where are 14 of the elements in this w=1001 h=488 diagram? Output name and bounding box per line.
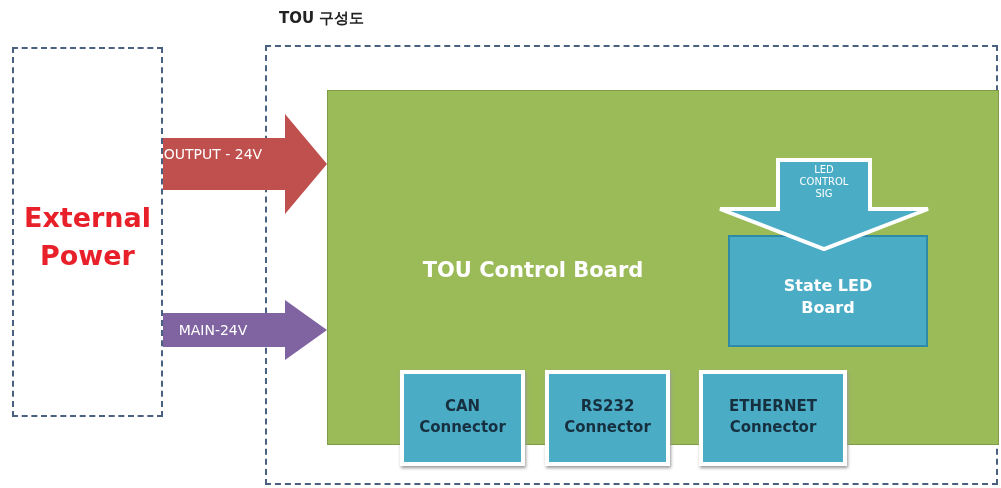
block-arrow [718,158,930,252]
block-arrow [163,300,327,360]
board-box [728,235,928,347]
connector-label: ETHERNET Connector [728,396,818,438]
board-label: State LED Board [782,275,874,319]
box-label: External Power [22,201,153,273]
connector-label: CAN Connector [418,396,507,438]
block-arrow [163,114,327,214]
diagram-heading: TOU 구성도 [279,9,365,28]
board-label: TOU Control Board [421,258,645,282]
arrow-label: LED CONTROL SIG [798,164,850,200]
arrow-label: OUTPUT - 24V [163,146,263,162]
connector-label: RS232 Connector [563,396,652,438]
arrow-label: MAIN-24V [177,322,249,338]
